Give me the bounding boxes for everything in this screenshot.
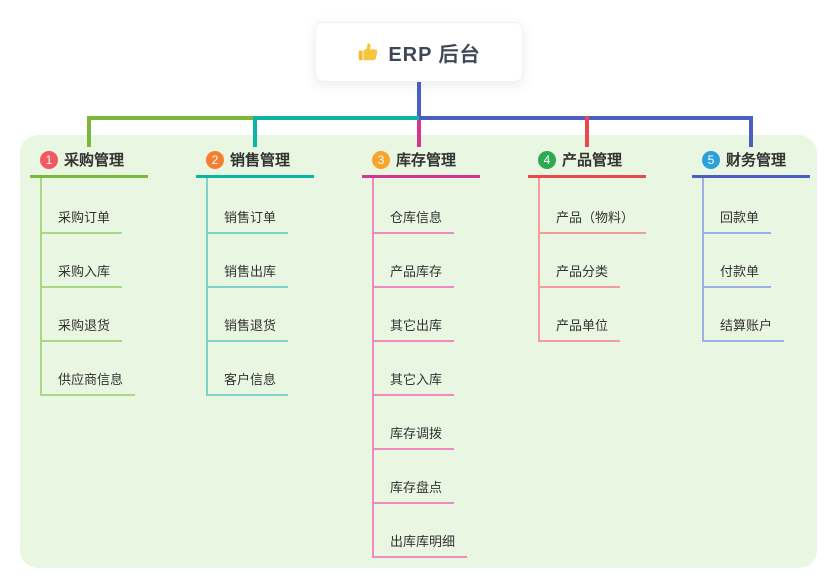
node-product-material[interactable]: 产品（物料） xyxy=(538,209,647,234)
node-settlement-account[interactable]: 结算账户 xyxy=(702,317,785,342)
node-purchase-order[interactable]: 采购订单 xyxy=(40,209,123,234)
node-purchase-inbound[interactable]: 采购入库 xyxy=(40,263,123,288)
drop-line-product xyxy=(585,116,589,147)
node-stock-transfer[interactable]: 库存调拨 xyxy=(372,425,455,450)
branch-label: 采购管理 xyxy=(64,152,125,169)
node-receipt-form[interactable]: 回款单 xyxy=(702,209,772,234)
node-customer-info[interactable]: 客户信息 xyxy=(206,371,289,396)
node-other-outbound[interactable]: 其它出库 xyxy=(372,317,455,342)
drop-line-finance xyxy=(749,116,753,147)
node-product-unit[interactable]: 产品单位 xyxy=(538,317,621,342)
root-node[interactable]: ERP 后台 xyxy=(315,22,523,82)
node-payment-form[interactable]: 付款单 xyxy=(702,263,772,288)
branch-header-product[interactable]: 4 产品管理 xyxy=(528,149,646,178)
branch-number-badge: 3 xyxy=(372,150,390,169)
branch-label: 销售管理 xyxy=(230,152,291,169)
branch-header-purchase[interactable]: 1 采购管理 xyxy=(30,149,148,178)
subtree-line xyxy=(372,178,374,558)
bus-line-green xyxy=(87,116,255,120)
node-inout-detail[interactable]: 出库库明细 xyxy=(372,533,468,558)
node-warehouse-info[interactable]: 仓库信息 xyxy=(372,209,455,234)
node-purchase-return[interactable]: 采购退货 xyxy=(40,317,123,342)
subtree-line xyxy=(702,178,704,342)
drop-line-purchase xyxy=(87,116,91,147)
root-connector-line xyxy=(417,82,421,116)
branch-label: 库存管理 xyxy=(396,152,457,169)
branch-label: 产品管理 xyxy=(562,152,623,169)
branch-header-finance[interactable]: 5 财务管理 xyxy=(692,149,810,178)
branch-number-badge: 4 xyxy=(538,150,556,169)
node-stock-count[interactable]: 库存盘点 xyxy=(372,479,455,504)
drop-line-sales xyxy=(253,116,257,147)
node-sales-outbound[interactable]: 销售出库 xyxy=(206,263,289,288)
branch-number-badge: 1 xyxy=(40,150,58,169)
node-supplier-info[interactable]: 供应商信息 xyxy=(40,371,136,396)
branch-header-inventory[interactable]: 3 库存管理 xyxy=(362,149,480,178)
branch-label: 财务管理 xyxy=(726,152,787,169)
branch-header-sales[interactable]: 2 销售管理 xyxy=(196,149,314,178)
branch-number-badge: 5 xyxy=(702,150,720,169)
node-sales-return[interactable]: 销售退货 xyxy=(206,317,289,342)
thumbs-up-icon xyxy=(357,41,379,63)
branch-number-badge: 2 xyxy=(206,150,224,169)
drop-line-inventory xyxy=(417,120,421,147)
subtree-line xyxy=(538,178,540,342)
node-product-category[interactable]: 产品分类 xyxy=(538,263,621,288)
bus-line-teal xyxy=(253,116,419,120)
node-other-inbound[interactable]: 其它入库 xyxy=(372,371,455,396)
node-product-stock[interactable]: 产品库存 xyxy=(372,263,455,288)
node-sales-order[interactable]: 销售订单 xyxy=(206,209,289,234)
root-node-label: ERP 后台 xyxy=(388,43,481,66)
branches-panel xyxy=(20,135,817,568)
